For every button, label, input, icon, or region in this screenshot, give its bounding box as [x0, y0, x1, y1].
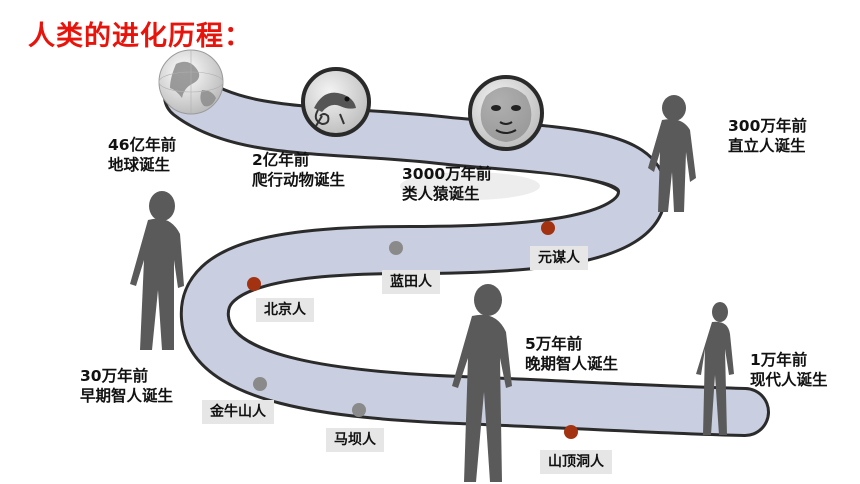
era-event: 晚期智人诞生 — [525, 355, 619, 373]
era-time: 30万年前 — [80, 367, 149, 385]
era-label-late-sapiens: 5万年前 晚期智人诞生 — [525, 334, 618, 374]
era-label-erectus: 300万年前 直立人诞生 — [728, 116, 807, 156]
site-label-beijing[interactable]: 北京人 — [256, 298, 314, 322]
site-label-lantian[interactable]: 蓝田人 — [382, 270, 440, 294]
site-dot-shandingdong[interactable] — [564, 425, 578, 439]
era-event: 现代人诞生 — [750, 371, 828, 389]
era-label-earth: 46亿年前 地球诞生 — [108, 135, 176, 175]
site-dot-maba[interactable] — [352, 403, 366, 417]
road-surface — [166, 74, 767, 434]
modern-human-figure — [696, 302, 734, 435]
era-time: 3000万年前 — [402, 165, 492, 183]
site-dot-yuanmou[interactable] — [541, 221, 555, 235]
era-label-modern: 1万年前 现代人诞生 — [750, 350, 828, 390]
chameleon-icon — [301, 67, 371, 137]
site-label-shandingdong[interactable]: 山顶洞人 — [540, 450, 612, 474]
era-label-early-sapiens: 30万年前 早期智人诞生 — [80, 366, 173, 406]
era-time: 5万年前 — [525, 335, 583, 353]
site-dot-jinniushan[interactable] — [253, 377, 267, 391]
era-time: 2亿年前 — [252, 151, 310, 169]
late-sapiens-figure — [452, 284, 512, 482]
winding-road — [163, 71, 770, 437]
site-dots — [247, 221, 578, 439]
site-label-yuanmou[interactable]: 元谋人 — [530, 246, 588, 270]
road-shadow — [400, 172, 540, 200]
site-dot-beijing[interactable] — [247, 277, 261, 291]
era-time: 1万年前 — [750, 351, 808, 369]
era-label-ape: 3000万年前 类人猿诞生 — [402, 164, 492, 204]
era-time: 46亿年前 — [108, 136, 177, 154]
site-dot-lantian[interactable] — [389, 241, 403, 255]
erectus-figure — [648, 95, 696, 212]
era-event: 早期智人诞生 — [80, 387, 174, 405]
site-label-jinniushan[interactable]: 金牛山人 — [202, 400, 274, 424]
era-event: 类人猿诞生 — [402, 185, 480, 203]
page-title: 人类的进化历程： — [28, 21, 252, 52]
ape-face-icon — [468, 75, 544, 151]
globe-icon — [158, 49, 224, 115]
early-sapiens-figure — [130, 191, 184, 350]
era-event: 爬行动物诞生 — [252, 171, 346, 189]
site-label-maba[interactable]: 马坝人 — [326, 428, 384, 452]
era-label-reptile: 2亿年前 爬行动物诞生 — [252, 150, 345, 190]
era-event: 地球诞生 — [108, 156, 171, 174]
era-time: 300万年前 — [728, 117, 807, 135]
era-event: 直立人诞生 — [728, 137, 806, 155]
hominid-figure-icon — [130, 95, 734, 482]
